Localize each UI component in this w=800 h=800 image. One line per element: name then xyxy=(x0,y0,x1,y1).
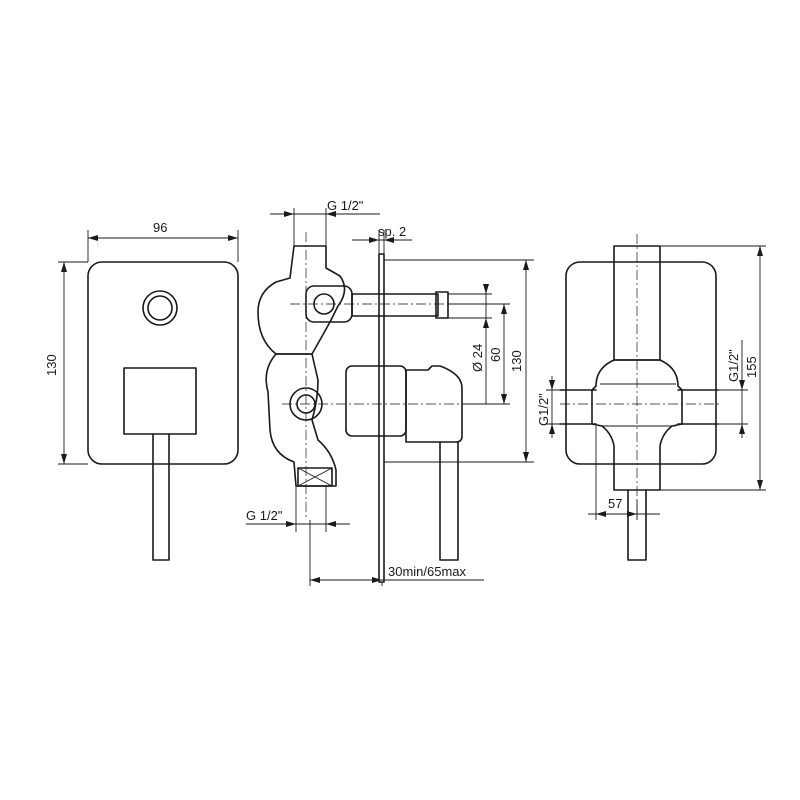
dim-outlet-offset: 60 xyxy=(488,348,503,362)
diverter-cap xyxy=(435,291,449,319)
rear-lever xyxy=(627,489,647,561)
dim-front-height: 130 xyxy=(44,354,59,376)
side-lever xyxy=(439,441,459,561)
stop-valve xyxy=(297,467,333,487)
front-view: 96 130 xyxy=(44,220,239,561)
diverter-knob-inner xyxy=(147,295,173,321)
lever-handle xyxy=(152,433,170,561)
dim-side-height: 130 xyxy=(509,350,524,372)
rear-view: G1/2" G1/2" 155 57 xyxy=(536,234,766,561)
dim-diameter: Ø 24 xyxy=(470,344,485,372)
diverter-knob-outer xyxy=(142,290,178,326)
dim-rear-offset: 57 xyxy=(608,496,622,511)
rear-plate xyxy=(565,261,717,465)
dim-rear-height: 155 xyxy=(744,356,759,378)
side-view: G 1/2" sp. 2 Ø 24 60 130 G 1/2" 30min/65… xyxy=(246,198,534,586)
cartridge xyxy=(345,365,407,437)
rear-port-right xyxy=(677,389,719,425)
rear-port-left xyxy=(559,389,597,425)
dim-front-width: 96 xyxy=(153,220,167,235)
dim-plate-thickness: sp. 2 xyxy=(378,224,406,239)
dim-left-port: G1/2" xyxy=(536,393,551,426)
front-plate xyxy=(87,261,239,465)
wall-plate xyxy=(378,253,385,583)
dim-right-port: G1/2" xyxy=(726,349,741,382)
dim-top-inlet: G 1/2" xyxy=(327,198,364,213)
lever-body xyxy=(123,367,197,435)
dim-depth: 30min/65max xyxy=(388,564,467,579)
diverter-stem xyxy=(351,293,439,317)
dim-bottom-inlet: G 1/2" xyxy=(246,508,283,523)
valve-body-upper xyxy=(257,245,346,355)
